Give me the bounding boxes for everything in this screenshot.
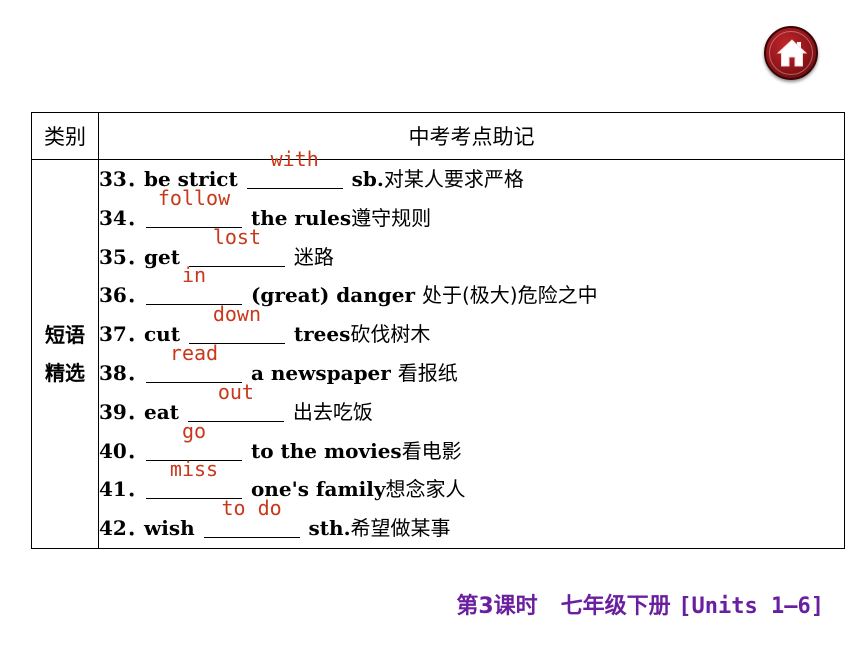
header-title: 中考考点助记 xyxy=(98,112,845,160)
phrase-row-40: 40． go to the movies看电影 xyxy=(99,419,844,471)
answer-blank: lost xyxy=(188,225,285,267)
phrase-suffix: a newspaper xyxy=(244,360,398,385)
home-button[interactable] xyxy=(764,26,818,80)
phrase-row-41: 41． miss one's family想念家人 xyxy=(99,457,844,509)
phrase-row-33: 33．be strict with sb.对某人要求严格 xyxy=(99,147,844,199)
answer-blank: with xyxy=(246,147,343,189)
phrase-row-35: 35．get lost 迷路 xyxy=(99,225,844,277)
phrase-suffix: one's family xyxy=(244,477,386,502)
answer-text: out xyxy=(217,379,254,404)
phrase-meaning: 处于(极大)危险之中 xyxy=(422,283,598,308)
answer-blank: follow xyxy=(146,186,242,228)
table-header-row: 类别 中考考点助记 xyxy=(31,112,845,160)
phrase-row-39: 39．eat out 出去吃饭 xyxy=(99,380,844,432)
phrase-suffix: to the movies xyxy=(244,438,402,463)
answer-text: read xyxy=(169,340,219,365)
footer-grade: 七年级下册 xyxy=(560,594,671,619)
phrase-prefix: be strict xyxy=(144,167,245,191)
phrase-number: 35． xyxy=(99,244,147,269)
phrase-meaning: 出去吃饭 xyxy=(292,399,373,424)
phrase-meaning: 迷路 xyxy=(293,244,334,269)
answer-text: follow xyxy=(157,185,231,210)
answer-blank: down xyxy=(188,302,285,345)
answer-blank: miss xyxy=(146,457,242,500)
phrase-meaning: 对某人要求严格 xyxy=(383,167,524,191)
phrase-suffix xyxy=(286,400,293,424)
phrase-row-34: 34． follow the rules遵守规则 xyxy=(99,186,844,238)
phrase-suffix: sth. xyxy=(301,516,351,541)
phrase-number: 39． xyxy=(99,399,147,424)
answer-blank: in xyxy=(146,263,242,306)
phrase-number: 42． xyxy=(99,516,147,541)
category-line-1: 短语 xyxy=(45,322,85,347)
answer-text: down xyxy=(212,302,261,327)
phrase-prefix: cut xyxy=(144,322,187,347)
phrase-suffix: the rules xyxy=(244,205,352,230)
phrase-row-36: 36． in (great) danger 处于(极大)危险之中 xyxy=(99,263,844,315)
phrase-suffix: (great) danger xyxy=(244,283,422,308)
home-button-ring xyxy=(769,31,813,75)
phrase-meaning: 看电影 xyxy=(401,438,462,463)
phrase-meaning: 希望做某事 xyxy=(350,516,451,541)
phrase-table: 类别 中考考点助记 短语 精选 33．be strict with sb.对某人… xyxy=(31,112,845,549)
phrase-number: 41． xyxy=(99,477,147,502)
phrase-list: 33．be strict with sb.对某人要求严格 34． follow t… xyxy=(98,147,845,549)
phrase-number: 33． xyxy=(99,167,147,191)
phrase-meaning: 遵守规则 xyxy=(351,205,432,230)
answer-blank: go xyxy=(146,419,242,461)
answer-text: miss xyxy=(169,457,219,482)
phrase-suffix: sb. xyxy=(344,167,384,191)
phrase-number: 38． xyxy=(99,360,147,385)
answer-text: lost xyxy=(212,224,261,249)
phrase-meaning: 砍伐树木 xyxy=(350,322,431,347)
phrase-number: 34． xyxy=(99,205,147,230)
phrase-suffix: trees xyxy=(286,322,351,347)
phrase-meaning: 想念家人 xyxy=(385,477,466,502)
home-icon xyxy=(776,39,808,67)
table-body-row: 短语 精选 33．be strict with sb.对某人要求严格 34． fo… xyxy=(31,147,845,549)
footer-units: [Units 1—6] xyxy=(678,594,824,619)
answer-blank: out xyxy=(187,380,284,422)
phrase-row-37: 37．cut down trees砍伐树木 xyxy=(99,302,844,354)
answer-text: go xyxy=(181,418,207,443)
category-cell: 短语 精选 xyxy=(31,159,99,549)
phrase-row-42: 42．wish to do sth.希望做某事 xyxy=(99,496,844,548)
phrase-number: 37． xyxy=(99,322,147,347)
phrase-meaning: 看报纸 xyxy=(397,360,458,385)
answer-text: with xyxy=(270,147,319,171)
phrase-prefix: get xyxy=(144,244,187,269)
answer-text: in xyxy=(181,263,207,288)
answer-blank: read xyxy=(146,341,242,383)
header-category: 类别 xyxy=(31,112,99,160)
footer-lesson: 第3课时 xyxy=(456,594,538,619)
phrase-row-38: 38． read a newspaper 看报纸 xyxy=(99,341,844,393)
category-line-2: 精选 xyxy=(45,360,85,385)
phrase-suffix xyxy=(287,245,294,269)
phrase-number: 36． xyxy=(99,283,147,308)
answer-blank: to do xyxy=(203,496,300,539)
phrase-prefix: eat xyxy=(144,399,186,424)
answer-text: to do xyxy=(221,496,282,521)
phrase-number: 40． xyxy=(99,438,147,463)
phrase-prefix: wish xyxy=(144,516,202,541)
lesson-footer: 第3课时 七年级下册 [Units 1—6] xyxy=(456,588,824,620)
